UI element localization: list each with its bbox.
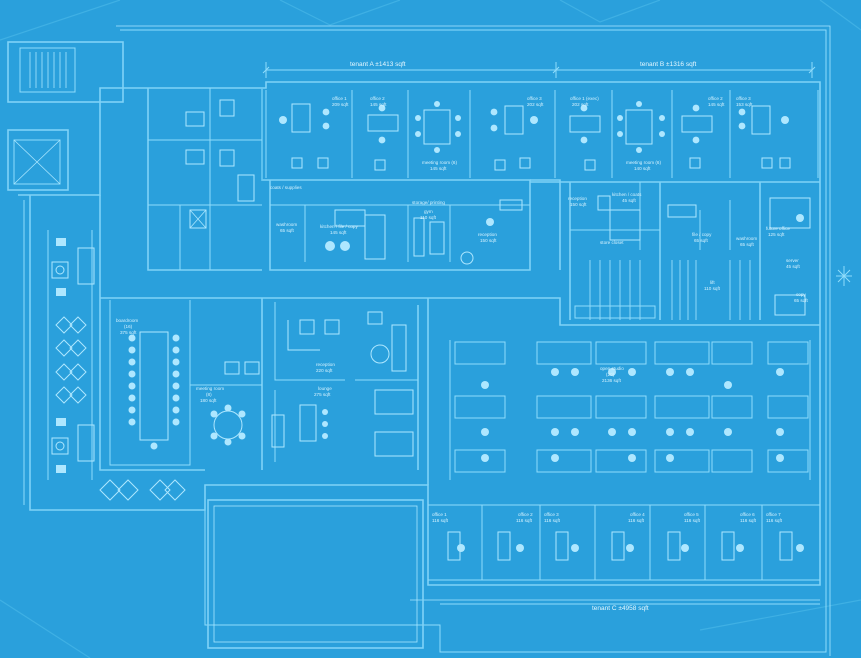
room-label: (16) [124, 324, 133, 329]
room-label: office 1 [332, 96, 347, 101]
tenant-c-label: tenant C ±4958 sqft [592, 605, 649, 612]
stair-tower [7, 41, 124, 191]
room-label: lounge [318, 386, 332, 391]
room-label: washroom [276, 222, 297, 227]
room-label: reception [316, 362, 335, 367]
core-washrooms [148, 88, 262, 270]
room-label: washroom [736, 236, 757, 241]
room-area: 110 sqft [704, 286, 721, 291]
building-walls [18, 81, 821, 586]
room-area: 65 sqft [740, 242, 755, 247]
room-label: reception [568, 196, 587, 201]
room-area: 145 sqft [330, 230, 347, 235]
open-studio [449, 340, 811, 480]
room-label: meeting room (6) [422, 160, 457, 165]
tenant-b-support-rooms [570, 182, 811, 320]
room-label: coats / supplies [270, 185, 302, 190]
room-label: kitchen / coats [612, 192, 642, 197]
tenant-c-offices [428, 504, 820, 581]
room-area: 375 sqft [120, 330, 137, 335]
room-label: (8) [206, 392, 212, 397]
room-area: 202 sqft [527, 102, 544, 107]
room-label: server [786, 258, 799, 263]
room-area: 153 sqft [736, 102, 753, 107]
room-label: (20) [606, 372, 615, 377]
site-boundary [116, 25, 831, 656]
room-label: meeting room (6) [626, 160, 661, 165]
room-label: future office [766, 226, 790, 231]
room-area: 202 sqft [572, 102, 589, 107]
tenant-a-label: tenant A ±1413 sqft [350, 61, 406, 68]
tenant-a-support-rooms [270, 199, 530, 265]
room-area: 116 sqft [432, 518, 449, 523]
room-area: 140 sqft [634, 166, 651, 171]
room-label: office 6 [740, 512, 755, 517]
room-label: store closet [600, 240, 624, 245]
room-label: kitchen / file / copy [320, 224, 358, 229]
room-area: 116 sqft [544, 518, 561, 523]
room-area: 110 sqft [420, 215, 437, 220]
room-area: 125 sqft [768, 232, 785, 237]
room-area: 65 sqft [694, 238, 709, 243]
room-labels: office 1 209 sqft office 2 145 sqft offi… [116, 96, 809, 523]
boardroom-area [109, 300, 262, 466]
room-label: office 3 [544, 512, 559, 517]
dimension-lines [262, 62, 852, 605]
room-label: gym [424, 209, 433, 214]
office-row-top [265, 90, 819, 178]
room-area: 145 sqft [708, 102, 725, 107]
room-label: open studio [600, 366, 624, 371]
room-label: storage/ printing [412, 200, 445, 205]
room-area: 275 sqft [314, 392, 331, 397]
tenant-b-label: tenant B ±1316 sqft [640, 61, 697, 68]
room-area: 116 sqft [628, 518, 645, 523]
room-label: office 4 [630, 512, 645, 517]
room-area: 65 sqft [280, 228, 295, 233]
room-area: 150 sqft [480, 238, 497, 243]
room-label: office 3 [736, 96, 751, 101]
room-label: office 1 (exec) [570, 96, 599, 101]
room-area: 180 sqft [200, 398, 217, 403]
room-label: office 2 [708, 96, 723, 101]
room-area: 209 sqft [332, 102, 349, 107]
room-label: office 5 [684, 512, 699, 517]
room-label: office 2 [370, 96, 385, 101]
room-label: meeting room [196, 386, 224, 391]
room-label: office 7 [766, 512, 781, 517]
room-area: 116 sqft [740, 518, 757, 523]
room-area: 145 sqft [370, 102, 387, 107]
room-label: office 3 [527, 96, 542, 101]
room-area: 116 sqft [684, 518, 701, 523]
room-label: office 1 [432, 512, 447, 517]
terrace [207, 499, 424, 649]
reception-lounge [271, 302, 418, 462]
room-area: 220 sqft [316, 368, 333, 373]
room-area: 145 sqft [430, 166, 447, 171]
room-label: file / copy [692, 232, 712, 237]
room-label: reception [478, 232, 497, 237]
room-label: lift [710, 280, 715, 285]
room-area: 116 sqft [516, 518, 533, 523]
room-area: 150 sqft [570, 202, 587, 207]
left-wing [47, 230, 186, 501]
room-area: 2136 sqft [602, 378, 622, 383]
room-area: 45 sqft [622, 198, 637, 203]
room-area: 45 sqft [786, 264, 801, 269]
room-area: 116 sqft [766, 518, 783, 523]
room-label: boardroom [116, 318, 138, 323]
room-label: office 2 [518, 512, 533, 517]
room-label: copy [796, 292, 806, 297]
room-area: 65 sqft [794, 298, 809, 303]
studio-desk-blocks [454, 341, 809, 473]
